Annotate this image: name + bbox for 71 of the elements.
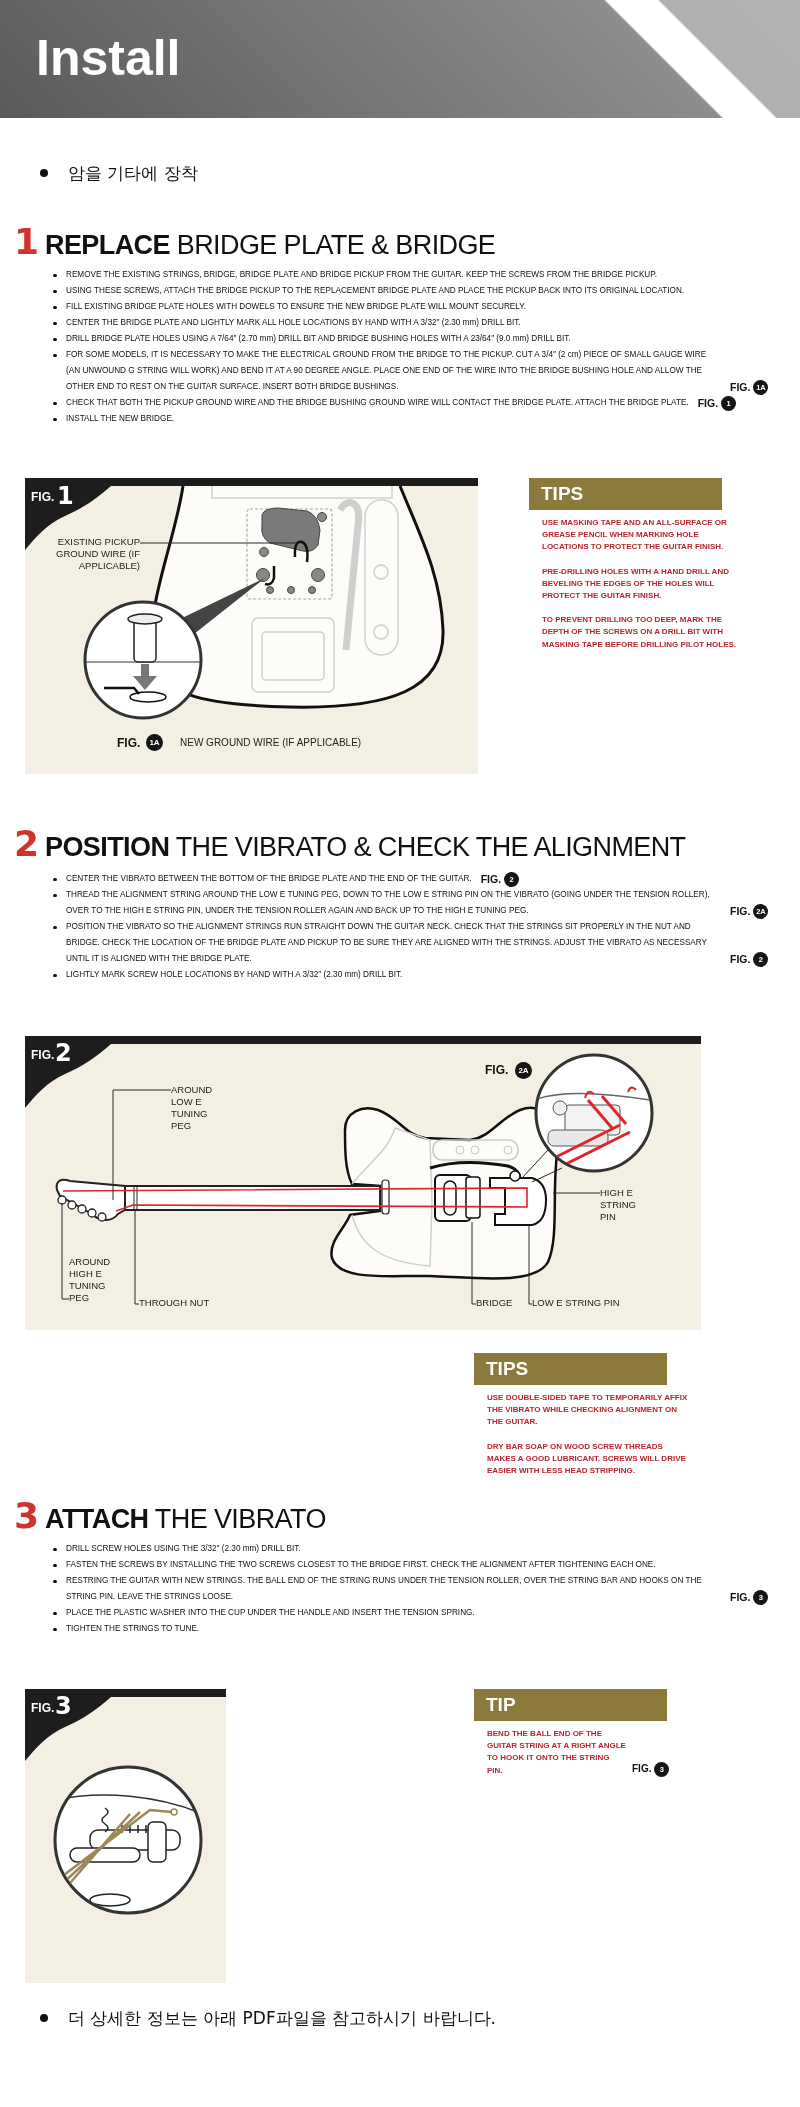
figure-label: FIG. <box>480 872 502 887</box>
instruction-text: FOR SOME MODELS, IT IS NECESSARY TO MAKE THE ELECTRICAL GROUND FROM THE BRIDGE TO THE PICKUP. CUT A 3/4″ (2 cm) PIECE OF SMALL GAUGE WIRE (AN UNWOUND G STRING WILL WORK) AND BEND IT AT A 90 DEGREE ANGLE. PLACE ONE END OF THE WIRE INTO THE BRIDGE BUSHING HOLE AND ALLOW THE OTHER END TO REST ON THE GUITAR SURFACE. INSERT BOTH BRIDGE BUSHINGS. <box>66 349 708 393</box>
figure-label: FIG. <box>485 1063 509 1077</box>
figure-label: FIG. <box>31 1048 55 1062</box>
callout-label: THROUGH NUT <box>139 1297 210 1309</box>
leader-line <box>134 1210 140 1305</box>
instruction-text: CENTER THE VIBRATO BETWEEN THE BOTTOM OF THE BRIDGE PLATE AND THE END OF THE GUITAR. <box>66 873 472 885</box>
step-number: 2 <box>14 823 40 864</box>
step-heading: REPLACE BRIDGE PLATE & BRIDGE <box>45 230 496 260</box>
instruction-text: DRILL BRIDGE PLATE HOLES USING A 7/64″ (2.70 mm) DRILL BIT AND BRIDGE BUSHING HOLES WITH A 23/64″ (9.0 mm) DRILL BIT. <box>66 333 571 345</box>
callout-label: HIGH E STRING PIN <box>600 1187 648 1223</box>
leader-line <box>112 1089 172 1201</box>
leader-line <box>552 1192 601 1194</box>
tip-text: USE DOUBLE-SIDED TAPE TO TEMPORARILY AFFIX THE VIBRATO WHILE CHECKING ALIGNMENT ON THE GUITAR. <box>487 1392 689 1429</box>
instruction-text: FILL EXISTING BRIDGE PLATE HOLES WITH DOWELS TO ENSURE THE NEW BRIDGE PLATE WILL MOUNT SECURELY. <box>66 301 526 313</box>
figure-label: FIG. <box>632 1761 652 1776</box>
figure-panel <box>25 1036 701 1330</box>
instruction-text: RESTRING THE GUITAR WITH NEW STRINGS. THE BALL END OF THE STRING RUNS UNDER THE TENSION ROLLER, OVER THE STRING BAR AND HOOKS ON THE STRING PIN. LEAVE THE STRINGS LOOSE. <box>66 1575 703 1603</box>
instruction-text: CENTER THE BRIDGE PLATE AND LIGHTLY MARK ALL HOLE LOCATIONS BY HAND WITH A 3/32″ (2.30 mm) DRILL BIT. <box>66 317 521 329</box>
tip-text: USE MASKING TAPE AND AN ALL-SURFACE OR GREASE PENCIL WHEN MARKING HOLE LOCATIONS TO PROTECT THE GUITAR FINISH. <box>542 517 728 554</box>
figure-number: 2 <box>55 1039 72 1067</box>
instruction-text: LIGHTLY MARK SCREW HOLE LOCATIONS BY HAND WITH A 3/32″ (2.30 mm) DRILL BIT. <box>66 969 403 981</box>
instruction-text: USING THESE SCREWS, ATTACH THE BRIDGE PICKUP TO THE REPLACEMENT BRIDGE PLATE AND PLACE THE PICKUP BACK INTO ITS ORIGINAL LOCATION. <box>66 285 685 297</box>
instruction-text: POSITION THE VIBRATO SO THE ALIGNMENT STRINGS RUN STRAIGHT DOWN THE GUITAR NECK. CHECK THAT THE STRINGS SIT PROPERLY IN THE NUT AND BRIDGE. CHECK THE LOCATION OF THE BRIDGE PLATE AND PICKUP TO BE SURE THEY ARE ALIGNED WITH THE STRINGS. ADJUST THE VIBRATO AS NECESSARY UNTIL IT IS ALIGNED WITH THE BRIDGE PLATE. <box>66 921 708 965</box>
tips-heading: TIPS <box>529 478 722 510</box>
bullet-text: 암을 기타에 장착 <box>68 163 198 183</box>
leader-line <box>528 1225 533 1305</box>
tips-heading: TIPS <box>474 1353 667 1385</box>
tip-text: PRE-DRILLING HOLES WITH A HAND DRILL AND BEVELING THE EDGES OF THE HOLES WILL PROTECT THE GUITAR FINISH. <box>542 565 730 602</box>
figure-label: FIG. <box>697 396 719 411</box>
figure-label: FIG. <box>730 904 751 919</box>
leader-line <box>471 1221 477 1305</box>
step-number: 1 <box>14 221 40 262</box>
figure-badge: 2A <box>515 1062 532 1079</box>
tips-heading: TIP <box>474 1689 667 1721</box>
instruction-text: CHECK THAT BOTH THE PICKUP GROUND WIRE AND THE BRIDGE BUSHING GROUND WIRE WILL CONTACT THE BRIDGE PLATE. ATTACH THE BRIDGE PLATE. <box>66 397 689 409</box>
callout-label: AROUND LOW E TUNING PEG <box>171 1084 226 1132</box>
page-title: Install <box>36 29 181 88</box>
instruction-text: INSTALL THE NEW BRIDGE. <box>66 413 175 425</box>
leader-line <box>61 1202 70 1300</box>
instruction-text: FASTEN THE SCREWS BY INSTALLING THE TWO SCREWS CLOSEST TO THE BRIDGE FIRST. CHECK THE ALIGNMENT AFTER TIGHTENING EACH ONE. <box>66 1559 656 1571</box>
step-heading: POSITION THE VIBRATO & CHECK THE ALIGNMENT <box>45 832 686 862</box>
figure-label: FIG. <box>730 1590 751 1605</box>
callout-label: AROUND HIGH E TUNING PEG <box>69 1256 124 1304</box>
figure-badge: 1A <box>146 734 163 751</box>
figure-label: FIG. <box>31 490 55 504</box>
figure-number: 1 <box>57 482 74 510</box>
leader-line <box>139 542 297 544</box>
instruction-text: THREAD THE ALIGNMENT STRING AROUND THE LOW E TUNING PEG, DOWN TO THE LOW E STRING PIN ON THE VIBRATO (GOING UNDER THE TENSION ROLLER), OVER TO THE HIGH E STRING PIN, UNDER THE TENSION ROLLER AGAIN AND BACK UP TO THE HIGH E TUNING PEG. <box>66 889 711 917</box>
header-banner <box>0 0 800 118</box>
figure-panel <box>25 1689 226 1983</box>
callout-label: LOW E STRING PIN <box>532 1297 620 1309</box>
figure-number: 3 <box>55 1692 72 1720</box>
step-heading: ATTACH THE VIBRATO <box>45 1504 326 1534</box>
figure-label: FIG. <box>730 952 751 967</box>
callout-label: EXISTING PICKUP GROUND WIRE (IF APPLICABLE) <box>40 536 140 572</box>
tip-text: DRY BAR SOAP ON WOOD SCREW THREADS MAKES A GOOD LUBRICANT. SCREWS WILL DRIVE EASIER WITH LESS HEAD STRIPPING. <box>487 1440 687 1477</box>
instruction-text: PLACE THE PLASTIC WASHER INTO THE CUP UNDER THE HANDLE AND INSERT THE TENSION SPRING. <box>66 1607 475 1619</box>
figure-panel <box>25 478 478 774</box>
part-label: NEW GROUND WIRE (IF APPLICABLE) <box>180 737 362 748</box>
bullet-text: 더 상세한 정보는 아래 PDF파일을 참고하시기 바랍니다. <box>68 2008 496 2028</box>
instruction-text: TIGHTEN THE STRINGS TO TUNE. <box>66 1623 200 1635</box>
tip-text: BEND THE BALL END OF THE GUITAR STRING AT A RIGHT ANGLE TO HOOK IT ONTO THE STRING PIN. <box>487 1728 627 1777</box>
step-number: 3 <box>14 1495 40 1536</box>
tip-text: TO PREVENT DRILLING TOO DEEP, MARK THE DEPTH OF THE SCREWS ON A DRILL BIT WITH MASKING TAPE BEFORE DRILLING PILOT HOLES. <box>542 614 738 651</box>
figure-label: FIG. <box>117 736 141 750</box>
callout-label: BRIDGE <box>476 1297 513 1309</box>
figure-label: FIG. <box>31 1701 55 1715</box>
instruction-text: REMOVE THE EXISTING STRINGS, BRIDGE, BRIDGE PLATE AND BRIDGE PICKUP FROM THE GUITAR. KEEP THE SCREWS FROM THE BRIDGE PICKUP. <box>66 269 657 281</box>
instruction-text: DRILL SCREW HOLES USING THE 3/32″ (2.30 mm) DRILL BIT. <box>66 1543 301 1555</box>
figure-label: FIG. <box>730 380 751 395</box>
